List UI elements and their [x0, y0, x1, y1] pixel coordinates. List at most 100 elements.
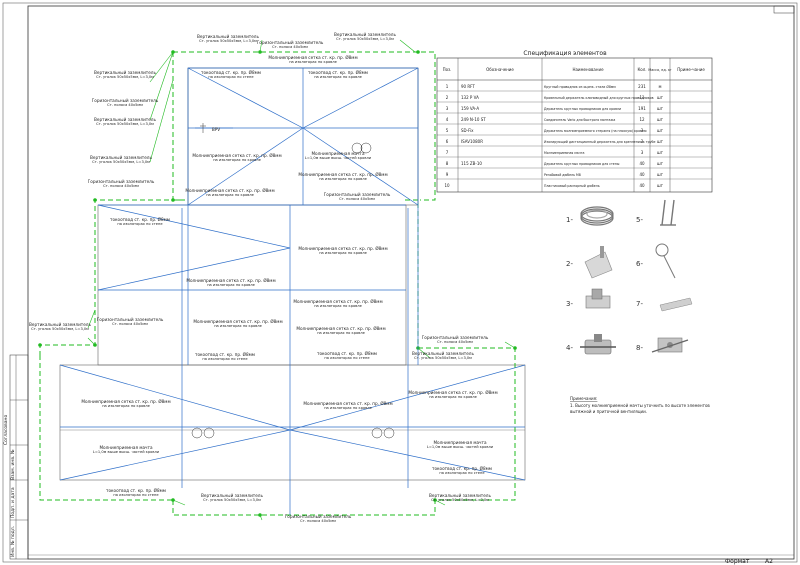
label-mesh-low-right: Молниеприемная сетка ст. кр. пр. Ø8мм [293, 299, 382, 304]
side-label-agreed: Согласовано [3, 415, 9, 445]
label-tok-left-1-sub: на изоляторах по стене [117, 222, 163, 226]
format-label: Формат [725, 558, 750, 565]
label-tok-mid-right: токоотвод ст. кр. пр. Ø8мм [317, 351, 377, 356]
part-label-7: 7- [636, 300, 643, 308]
spec-cell-name: Кровельный держатель клиновидный для кру… [544, 96, 654, 100]
mast-symbol [360, 142, 372, 154]
spec-cell-unit: шт [657, 95, 664, 100]
rod-marker [38, 343, 42, 347]
label-tok-mid-left: токоотвод ст. кр. пр. Ø8мм [195, 352, 255, 357]
spec-cell-unit: шт [657, 139, 664, 144]
label-mesh-bottom-right: Молниеприемная сетка ст. кр. пр. Ø8мм [408, 390, 497, 395]
label-tok-bottom-left-sub: на изоляторах по стене [113, 493, 159, 497]
rod-marker [171, 50, 175, 54]
notes-block: Примечания: 1. Высоту молниеприемной мач… [570, 396, 710, 414]
label-tok-bottom-right: токоотвод ст. кр. пр. Ø8мм [432, 466, 492, 471]
wall-holder-icon [651, 337, 689, 353]
drawing-labels: Вертикальный заземлитель Ст. уголок 50х5… [29, 32, 498, 523]
part-label-2: 2- [566, 260, 573, 268]
spec-cell-qty: 231 [638, 84, 646, 89]
spec-cell-name: Держатель круглых проводников для кровли [544, 107, 621, 111]
label-mesh-low-left: Молниеприемная сетка ст. кр. пр. Ø8мм [186, 278, 275, 283]
spec-cell-name: Держатель круглых проводников для стены [544, 162, 620, 166]
part-label-1: 1- [566, 216, 573, 224]
notes-title: Примечания: [570, 396, 597, 401]
grounding-rods [38, 50, 517, 517]
label-mesh-mid-left-sub: на изоляторах по кровле [213, 158, 261, 162]
label-vz-right-mid-spec: Ст. уголок 50х50х5мм, L=3,0м [414, 356, 472, 360]
rod-marker [416, 50, 420, 54]
bpv-symbol [200, 123, 206, 133]
roof-clamp-icon [585, 288, 611, 309]
label-vz-left-3: Вертикальный заземлитель [90, 155, 152, 160]
mast-symbol [203, 427, 215, 439]
spec-header-name: Наименование [572, 67, 604, 72]
label-mesh-top-sub: на изоляторах по кровле [289, 60, 337, 64]
mast-symbol [371, 427, 383, 439]
side-label-replace: Взам. инв. № [10, 449, 16, 480]
spec-cell-pos: 7 [446, 150, 449, 155]
format-value: А2 [765, 558, 773, 565]
label-mesh-bottom-left-sub: на изоляторах по кровле [102, 404, 150, 408]
side-label-inv: Инв. № подл. [10, 526, 16, 557]
part-illustrations: 1- 2- 3- 4- 5- 6- 7- 8- [566, 199, 693, 355]
label-mesh-top: Молниеприемная сетка ст. кр. пр. Ø8мм [268, 55, 357, 60]
mast-symbol [351, 142, 363, 154]
rod-marker [171, 498, 175, 502]
label-vz-bottom-right-spec: Ст. уголок 50х50х5мм, L=3,0м [431, 498, 489, 502]
spec-cell-code: ISAV1080R [461, 139, 483, 144]
binding-strip: Согласовано Взам. инв. № Подп. и дата Ин… [3, 354, 29, 560]
spec-header-pos: Поз. [443, 67, 452, 72]
label-gz-bottom-spec: Ст. полоса 40х5мм [300, 519, 336, 523]
spec-cell-pos: 5 [446, 128, 449, 133]
label-mesh-low2-right: Молниеприемная сетка ст. кр. пр. Ø8мм [296, 326, 385, 331]
part-label-5: 5- [636, 216, 643, 224]
spec-cell-qty: 191 [638, 106, 646, 111]
label-mast-bottom-left-sub: L=1,0м выше высш. частей кровли [93, 450, 160, 454]
spec-cell-name: Изолирующий дистанционный держатель для … [544, 140, 655, 144]
spec-cell-pos: 2 [446, 95, 449, 100]
part-label-8: 8- [636, 344, 643, 352]
label-gz-left-mid-spec: Ст. полоса 40х5мм [112, 322, 148, 326]
spec-cell-qty: 3 [641, 150, 644, 155]
notes-line-1: 1. Высоту молниеприемной мачты уточнить … [570, 403, 710, 408]
notes-line-2: вытяжной и приточной вентиляции. [570, 409, 647, 414]
spec-table: Спецификация элементов Поз. Обозначение … [436, 50, 713, 193]
rod-marker [93, 198, 97, 202]
insulating-holder-icon [655, 243, 676, 279]
label-tok-left-1: токоотвод ст. кр. пр. Ø8мм [110, 217, 170, 222]
side-label-sign: Подп. и дата [10, 487, 16, 518]
label-mesh-mid-left: Молниеприемная сетка ст. кр. пр. Ø8мм [192, 153, 281, 158]
rod-marker [258, 513, 262, 517]
spec-cell-code: 159 VA-A [461, 106, 479, 111]
mast-symbol [383, 427, 395, 439]
label-vz-left-2-spec: Ст. уголок 50х50х5мм, L=3,0м [96, 122, 154, 126]
spec-cell-code: 115 ZB-10 [461, 161, 482, 166]
spec-header-note: Приме-чание [677, 67, 705, 72]
part-label-4: 4- [566, 344, 573, 352]
rod-marker [171, 198, 175, 202]
label-vz-top-left-spec: Ст. уголок 50х50х5мм, L=3,0м [199, 39, 257, 43]
spec-cell-unit: шт [657, 183, 664, 188]
spec-cell-qty: 40 [639, 183, 645, 188]
spec-cell-unit: шт [657, 161, 664, 166]
label-gz-left-2: Горизонтальный заземлитель [88, 179, 155, 184]
corner-cell [773, 5, 795, 14]
wire-coil-icon [580, 206, 614, 226]
spec-cell-code: SD-Fix [461, 128, 474, 133]
spec-cell-qty: 3 [641, 128, 644, 133]
spec-cell-pos: 9 [446, 172, 449, 177]
label-vz-bottom: Вертикальный заземлитель [201, 493, 263, 498]
building-outline [59, 67, 526, 481]
rod-marker [93, 343, 97, 347]
label-vz-left-1-spec: Ст. уголок 50х50х5мм, L=3,0м [96, 75, 154, 79]
label-mast-top: Молниеприемная мачта [311, 151, 365, 156]
label-tok-mid-left-sub: на изоляторах по стене [202, 357, 248, 361]
